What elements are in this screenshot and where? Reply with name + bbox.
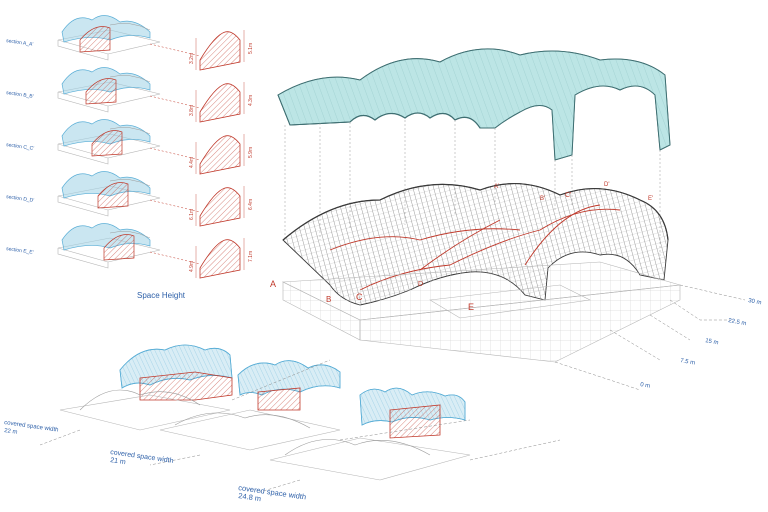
section-dim-right: 4.3m — [248, 95, 254, 106]
section-marker: D' — [604, 182, 609, 188]
level-label: 0 m — [640, 382, 651, 390]
section-marker: E' — [648, 196, 653, 202]
section-dim-left: 6.1m — [189, 209, 195, 220]
section-marker: A' — [494, 184, 499, 190]
roof-shell — [277, 48, 671, 161]
section-marker: A — [270, 279, 276, 289]
level-lines — [554, 284, 746, 391]
level-label: 30 m — [748, 298, 762, 306]
section-diagram — [57, 171, 245, 227]
section-dim-left: 3.8m — [189, 105, 195, 116]
width-value: 24.8 m — [238, 491, 262, 503]
width-value: 21 m — [110, 457, 127, 466]
section-diagram — [57, 15, 245, 71]
section-label: section E_E' — [6, 246, 34, 256]
level-label: 15 m — [705, 338, 719, 346]
section-marker: C — [356, 292, 363, 302]
section-thumbnails — [57, 15, 245, 279]
width-diagram-2 — [159, 360, 341, 451]
section-marker: C' — [565, 192, 571, 199]
section-marker: B — [326, 295, 331, 304]
width-diagram-1 — [59, 344, 233, 431]
section-dim-right: 5.1m — [248, 43, 254, 54]
section-marker: D — [418, 281, 423, 288]
section-dim-right: 6.4m — [248, 199, 254, 210]
section-label: section D_D' — [6, 194, 35, 204]
width-diagram-3 — [269, 387, 471, 481]
mesh-surface — [282, 183, 669, 306]
section-marker: B' — [540, 196, 545, 202]
section-dim-left: 4.9m — [189, 261, 195, 272]
level-label: 7.5 m — [680, 358, 696, 367]
section-label: section C_C' — [6, 142, 35, 152]
section-label: section A_A' — [6, 38, 34, 48]
section-diagram — [57, 119, 245, 175]
section-dim-left: 3.2m — [189, 53, 195, 64]
section-dim-left: 4.4m — [189, 157, 195, 168]
section-label: section B_B' — [6, 90, 34, 100]
floor-grid — [281, 261, 681, 363]
bottom-dashed-links — [39, 359, 561, 493]
section-dim-right: 5.9m — [248, 147, 254, 158]
space-height-title: Space Height — [137, 291, 186, 300]
level-label: 22.5 m — [728, 318, 747, 327]
width-value: 22 m — [4, 428, 18, 436]
section-dim-right: 7.1m — [248, 251, 254, 262]
section-diagram — [57, 223, 245, 279]
section-marker: E — [468, 302, 474, 312]
section-diagram — [57, 67, 245, 123]
